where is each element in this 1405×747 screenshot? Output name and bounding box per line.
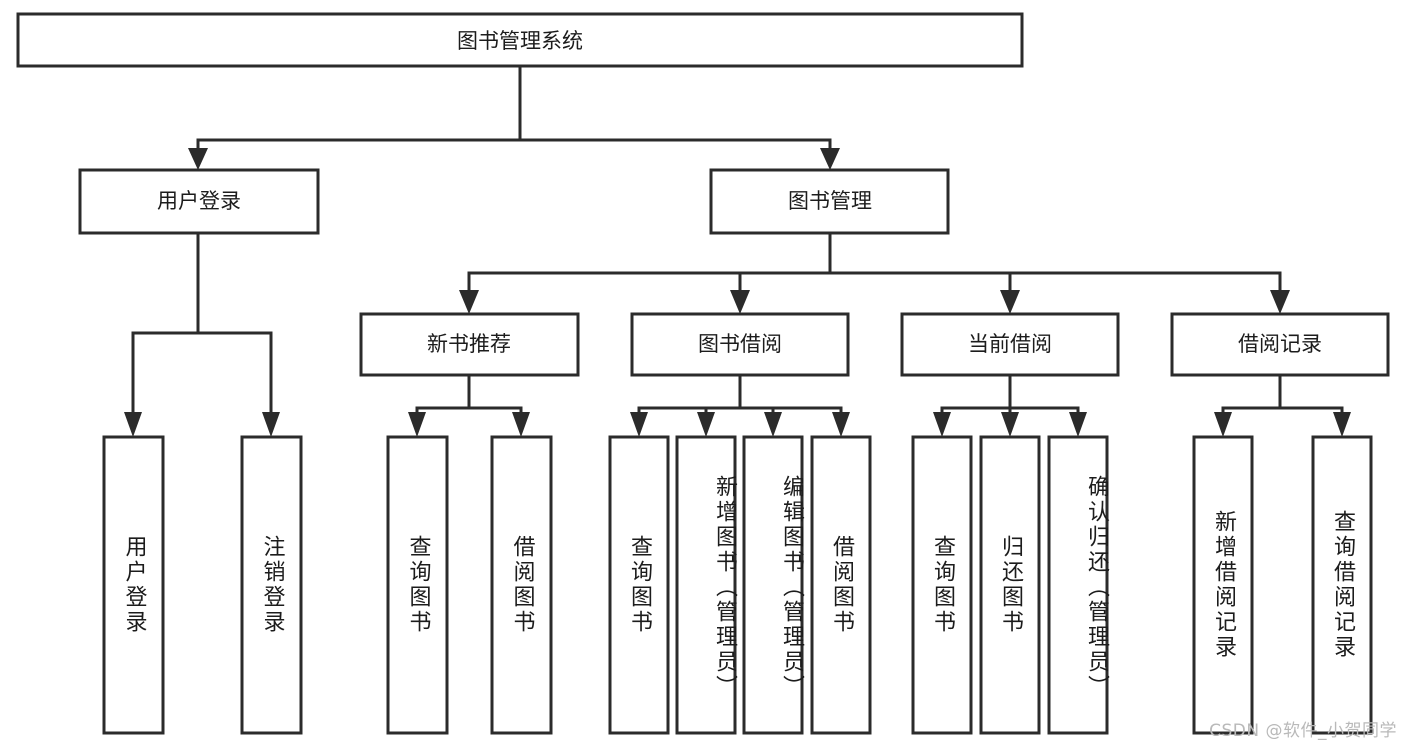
connector-group-new-book	[408, 373, 530, 437]
arrow-head-currentborrow-leaf3	[1069, 412, 1087, 437]
node-box-current-borrow[interactable]	[900, 312, 1120, 377]
node-box-book-borrow[interactable]	[630, 312, 850, 377]
connector-group-book-borrow	[630, 373, 850, 437]
arrow-head-bookborrow-leaf1	[630, 412, 648, 437]
arrow-head-bookborrow-leaf3	[764, 412, 782, 437]
node-box-leaf-query-book-3[interactable]	[911, 435, 973, 735]
node-box-book-manage[interactable]	[709, 168, 950, 235]
node-user-login[interactable]: 用户登录	[78, 168, 320, 235]
node-box-leaf-edit-book[interactable]	[742, 435, 804, 735]
node-box-leaf-query-record[interactable]	[1311, 435, 1373, 735]
node-current-borrow[interactable]: 当前借阅	[900, 312, 1120, 377]
arrow-head-borrowrecord-leaf1	[1214, 412, 1232, 437]
arrow-head-borrowrecord-leaf2	[1333, 412, 1351, 437]
node-root[interactable]: 图书管理系统	[16, 12, 1024, 68]
arrow-head-book-borrow	[730, 290, 750, 314]
connector-group-book-manage	[459, 231, 1290, 314]
connector-group-root	[188, 64, 840, 170]
arrow-head-bookborrow-leaf2	[697, 412, 715, 437]
node-label-new-book-recommend: 新书推荐	[427, 332, 511, 356]
node-box-user-login[interactable]	[78, 168, 320, 235]
node-box-leaf-confirm-return[interactable]	[1047, 435, 1109, 735]
arrow-head-newbook-leaf2	[512, 412, 530, 437]
node-label-current-borrow: 当前借阅	[968, 332, 1052, 356]
node-box-root[interactable]	[16, 12, 1024, 68]
arrow-head-borrow-record	[1270, 290, 1290, 314]
node-new-book-recommend[interactable]: 新书推荐	[359, 312, 580, 377]
node-label-borrow-record: 借阅记录	[1238, 332, 1322, 356]
arrow-head-current-borrow	[1000, 290, 1020, 314]
arrow-head-currentborrow-leaf2	[1001, 412, 1019, 437]
node-book-manage[interactable]: 图书管理	[709, 168, 950, 235]
node-label-book-manage: 图书管理	[788, 189, 872, 213]
arrow-head-user-leaf2	[262, 412, 280, 437]
node-box-borrow-record[interactable]	[1170, 312, 1390, 377]
node-box-leaf-logout[interactable]	[240, 435, 303, 735]
node-borrow-record[interactable]: 借阅记录	[1170, 312, 1390, 377]
node-label-book-borrow: 图书借阅	[698, 332, 782, 356]
node-box-leaf-user-login[interactable]	[102, 435, 165, 735]
arrow-head-to-user-login	[188, 148, 208, 170]
connector-group-user-login	[124, 231, 280, 437]
node-box-leaf-add-record[interactable]	[1192, 435, 1254, 735]
node-box-leaf-borrow-book-2[interactable]	[810, 435, 872, 735]
csdn-watermark: CSDN @软件_小贺同学	[1209, 721, 1397, 741]
node-box-leaf-add-book[interactable]	[675, 435, 737, 735]
node-box-leaf-return-book[interactable]	[979, 435, 1041, 735]
connector-group-current-borrow	[933, 373, 1087, 437]
node-label-root: 图书管理系统	[457, 29, 583, 53]
connector-group-borrow-record	[1214, 373, 1351, 437]
node-box-leaf-query-book-2[interactable]	[608, 435, 670, 735]
arrow-head-bookborrow-leaf4	[832, 412, 850, 437]
node-label-user-login: 用户登录	[157, 189, 241, 213]
arrow-head-new-book	[459, 290, 479, 314]
arrow-head-to-book-manage	[820, 148, 840, 170]
arrow-head-currentborrow-leaf1	[933, 412, 951, 437]
node-box-new-book-recommend[interactable]	[359, 312, 580, 377]
arrow-head-newbook-leaf1	[408, 412, 426, 437]
node-book-borrow[interactable]: 图书借阅	[630, 312, 850, 377]
node-box-leaf-query-book-1[interactable]	[386, 435, 449, 735]
node-box-leaf-borrow-book-1[interactable]	[490, 435, 553, 735]
arrow-head-user-leaf1	[124, 412, 142, 437]
